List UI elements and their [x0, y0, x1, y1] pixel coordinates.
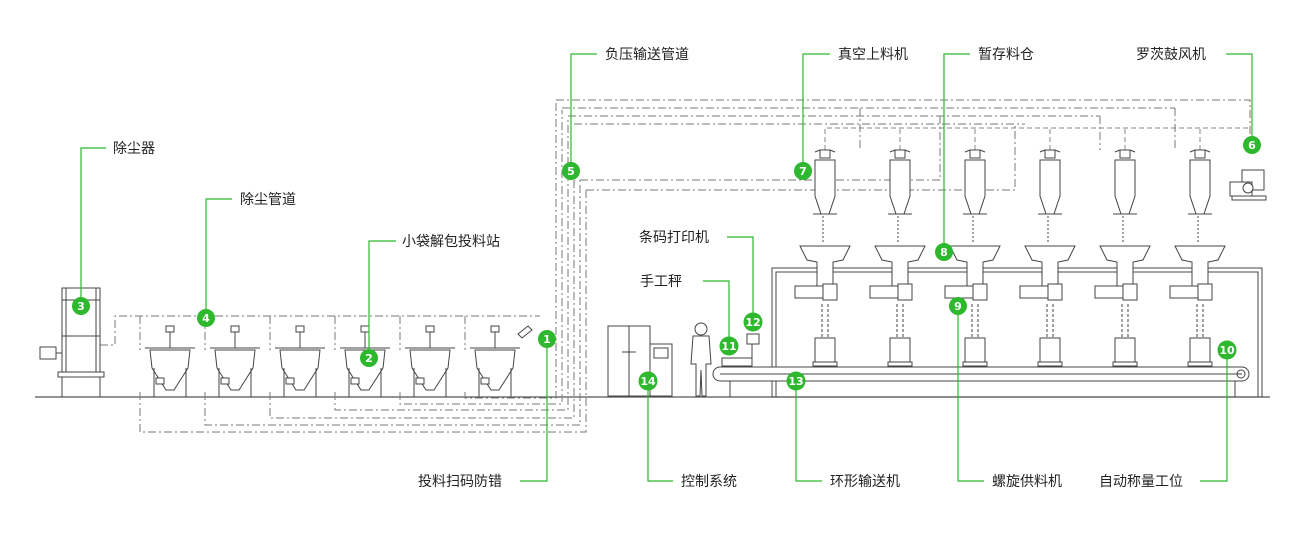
- callout-number-4: 4: [202, 312, 210, 325]
- callout-number-8: 8: [940, 246, 948, 259]
- callout-circle-3: [72, 297, 90, 315]
- callout-badge-5: 5: [562, 162, 580, 180]
- callout-badge-13: 13: [786, 371, 806, 391]
- label-dust-pipe: 除尘管道: [240, 192, 296, 208]
- leader-12: [727, 236, 754, 313]
- callout-badge-4: 4: [197, 309, 215, 327]
- leader-3: [80, 147, 106, 297]
- callout-number-1: 1: [543, 333, 551, 346]
- feeding-columns: [794, 149, 1226, 367]
- callout-circle-4: [197, 309, 215, 327]
- callout-number-2: 2: [365, 352, 373, 365]
- callout-number-13: 13: [788, 375, 803, 388]
- callout-circle-8: [935, 243, 953, 261]
- label-hand-scale: 手工秤: [640, 274, 682, 290]
- leader-4: [205, 198, 232, 309]
- label-loop-conveyor: 环形输送机: [830, 474, 900, 490]
- callout-badge-2: 2: [360, 349, 378, 367]
- loop-conveyor: [712, 366, 1250, 397]
- callout-circle-5: [562, 162, 580, 180]
- callout-badge-6: 6: [1243, 136, 1261, 154]
- callout-number-11: 11: [721, 340, 736, 353]
- label-barcode-printer: 条码打印机: [639, 229, 709, 246]
- callout-circle-13: [786, 371, 806, 391]
- leader-9: [957, 315, 984, 482]
- callout-circle-14: [638, 371, 658, 391]
- label-control-system: 控制系统: [681, 474, 737, 490]
- leader-7: [802, 53, 830, 163]
- callout-circle-2: [360, 349, 378, 367]
- label-bag-dump-station: 小袋解包投料站: [402, 234, 500, 250]
- callout-circle-11: [719, 336, 739, 356]
- callout-number-14: 14: [640, 375, 656, 388]
- callout-badge-9: 9: [949, 297, 967, 315]
- operator-figure: [690, 322, 712, 397]
- leader-6: [1226, 53, 1253, 136]
- callout-circle-9: [949, 297, 967, 315]
- dust-collector: [39, 287, 105, 397]
- callout-number-3: 3: [77, 300, 85, 313]
- label-vacuum-loader: 真空上料机: [838, 47, 908, 63]
- label-screw-feeder: 螺旋供料机: [992, 474, 1062, 490]
- leader-8: [943, 53, 970, 244]
- callout-number-5: 5: [567, 165, 575, 178]
- callout-badge-8: 8: [935, 243, 953, 261]
- callout-circle-1: [538, 330, 556, 348]
- leader-11: [703, 280, 730, 337]
- label-scan-anti-error: 投料扫码防错: [418, 474, 502, 490]
- label-dust-collector: 除尘器: [113, 141, 155, 157]
- callout-badge-10: 10: [1217, 340, 1237, 360]
- scale-and-printer: [721, 333, 760, 367]
- leader-10: [1200, 359, 1228, 482]
- callout-badge-7: 7: [794, 162, 812, 180]
- callout-badge-12: 12: [743, 312, 763, 332]
- bag-dump-stations: [145, 325, 533, 397]
- leader-1: [520, 348, 548, 482]
- callout-number-7: 7: [799, 165, 807, 178]
- roots-blower: [1229, 169, 1267, 201]
- leader-5: [570, 53, 597, 163]
- callout-number-9: 9: [954, 300, 962, 313]
- label-buffer-bin: 暂存料仓: [978, 47, 1034, 63]
- callout-badge-11: 11: [719, 336, 739, 356]
- weighing-frame: [771, 267, 1263, 398]
- callout-circle-6: [1243, 136, 1261, 154]
- leader-14: [647, 390, 673, 482]
- leader-13: [795, 390, 822, 482]
- leader-lines: [80, 53, 1253, 482]
- callout-number-6: 6: [1248, 139, 1256, 152]
- pipe-network: [100, 99, 1251, 433]
- callout-number-10: 10: [1219, 344, 1235, 357]
- callout-circle-12: [743, 312, 763, 332]
- callout-badge-14: 14: [638, 371, 658, 391]
- callout-circle-10: [1217, 340, 1237, 360]
- leader-2: [368, 240, 396, 349]
- label-auto-weighing: 自动称量工位: [1099, 474, 1183, 490]
- callout-badge-1: 1: [538, 330, 556, 348]
- label-vacuum-pipe: 负压输送管道: [605, 47, 689, 63]
- callout-badge-3: 3: [72, 297, 90, 315]
- callout-number-12: 12: [745, 316, 760, 329]
- callout-circle-7: [794, 162, 812, 180]
- label-roots-blower: 罗茨鼓风机: [1136, 47, 1206, 63]
